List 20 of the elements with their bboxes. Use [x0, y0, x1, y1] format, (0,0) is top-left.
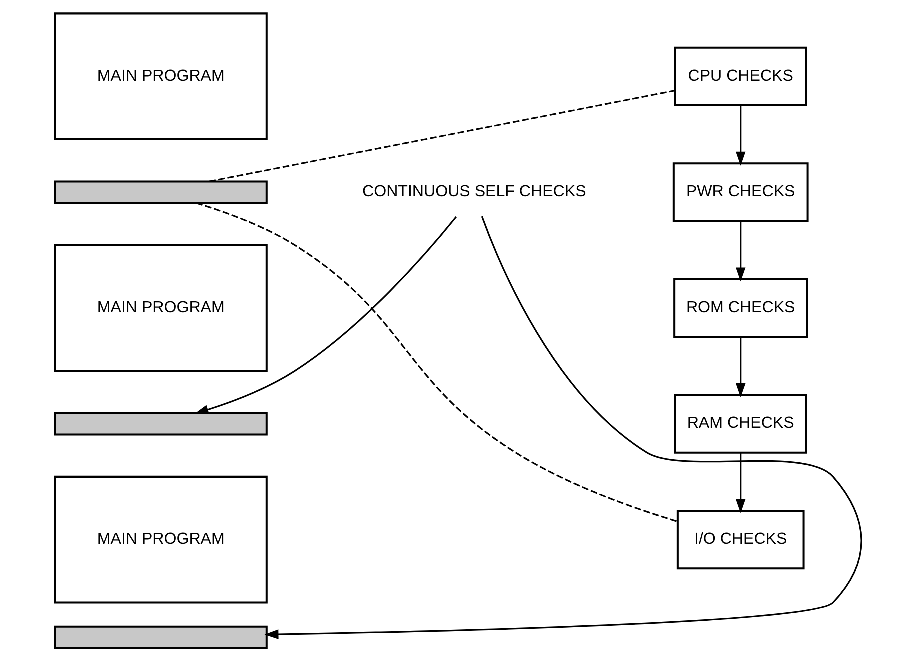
arrow: [264, 216, 862, 640]
node-box: I/O CHECKS: [676, 510, 805, 570]
node-box: ROM CHECKS: [674, 278, 808, 338]
node-bar: [54, 412, 268, 436]
node-box: MAIN PROGRAM: [54, 12, 268, 141]
node-text: CONTINUOUS SELF CHECKS: [362, 182, 586, 201]
node-bar: [54, 180, 268, 204]
node-box: MAIN PROGRAM: [54, 476, 268, 604]
connector: [196, 202, 678, 522]
arrow: [194, 216, 457, 415]
node-bar: [54, 626, 268, 650]
arrow: [736, 338, 746, 398]
arrow: [736, 453, 746, 514]
arrow: [736, 222, 746, 282]
node-box: PWR CHECKS: [672, 162, 809, 222]
connector: [209, 90, 676, 182]
node-box: CPU CHECKS: [674, 46, 808, 106]
node-box: RAM CHECKS: [674, 394, 808, 454]
arrow: [736, 106, 746, 166]
node-box: MAIN PROGRAM: [54, 244, 268, 372]
